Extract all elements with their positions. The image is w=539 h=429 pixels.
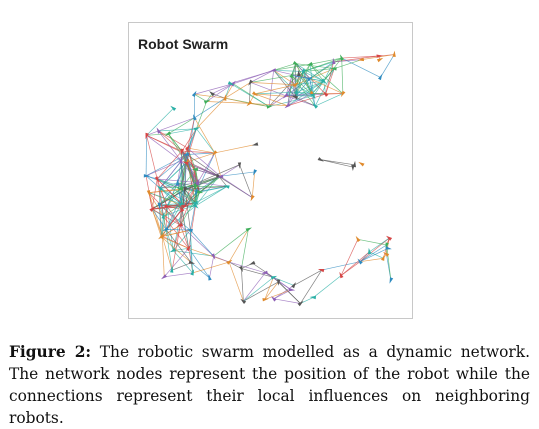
- network-edge: [250, 82, 295, 84]
- network-edge: [320, 160, 354, 165]
- network-edge: [315, 94, 343, 107]
- network-edge: [190, 230, 213, 256]
- network-edge: [172, 225, 180, 270]
- network-edge: [312, 81, 323, 93]
- network-graph: [129, 23, 414, 320]
- robot-node: [246, 228, 252, 232]
- robot-node: [377, 58, 383, 62]
- network-edge: [241, 269, 273, 278]
- network-edge: [358, 239, 387, 245]
- network-edge: [380, 55, 394, 78]
- network-edge: [341, 239, 358, 275]
- network-edge: [172, 263, 191, 270]
- robot-node: [193, 114, 197, 120]
- robot-node: [390, 277, 394, 284]
- robot-node: [252, 142, 258, 145]
- network-edge: [249, 82, 250, 103]
- robot-node: [356, 236, 361, 242]
- network-edge: [240, 165, 253, 198]
- network-edge: [274, 290, 291, 299]
- robot-node: [253, 169, 257, 175]
- network-edge: [164, 273, 192, 277]
- network-edge: [214, 229, 249, 256]
- robot-node: [307, 62, 313, 66]
- robot-node: [289, 288, 295, 291]
- network-edge: [194, 118, 214, 153]
- figure-caption: Figure 2: The robotic swarm modelled as …: [9, 341, 530, 429]
- network-edge: [342, 58, 343, 93]
- network-nodes: [144, 51, 396, 307]
- network-edge: [342, 58, 381, 77]
- robot-node: [339, 272, 343, 278]
- network-edge: [164, 248, 188, 277]
- network-edge: [341, 252, 369, 276]
- robot-node: [318, 157, 324, 162]
- robot-node: [377, 55, 383, 58]
- robot-node: [385, 246, 391, 249]
- network-edge: [214, 256, 229, 262]
- network-edge: [320, 160, 352, 167]
- network-edge: [252, 172, 254, 198]
- network-edge: [387, 245, 391, 280]
- robot-node: [271, 296, 277, 302]
- robot-node: [297, 70, 300, 76]
- robot-node: [270, 68, 277, 71]
- robot-node: [291, 282, 296, 288]
- network-edge: [243, 273, 265, 301]
- network-edge: [229, 262, 265, 273]
- network-edge: [198, 183, 227, 187]
- robot-node: [239, 266, 243, 272]
- network-edge: [196, 129, 214, 153]
- network-edge: [269, 70, 274, 106]
- robot-node: [267, 105, 273, 108]
- robot-node: [289, 72, 293, 79]
- robot-node: [209, 91, 215, 96]
- network-edge: [314, 276, 341, 298]
- network-edge: [196, 101, 206, 128]
- network-edge: [168, 134, 182, 151]
- robot-node: [226, 260, 232, 265]
- network-edge: [369, 252, 383, 258]
- robot-node: [283, 93, 289, 98]
- network-edge: [215, 145, 256, 153]
- robot-node: [358, 162, 364, 167]
- network-edges: [146, 55, 394, 304]
- panel-title: Robot Swarm: [138, 36, 228, 52]
- network-figure: Robot Swarm: [128, 22, 413, 319]
- robot-node: [332, 58, 335, 64]
- robot-node: [392, 51, 395, 57]
- caption-label: Figure 2:: [9, 343, 91, 361]
- robot-node: [194, 127, 200, 131]
- robot-node: [165, 131, 171, 136]
- robot-node: [378, 74, 382, 80]
- robot-node: [147, 190, 150, 197]
- robot-node: [351, 165, 354, 171]
- network-edge: [294, 270, 322, 285]
